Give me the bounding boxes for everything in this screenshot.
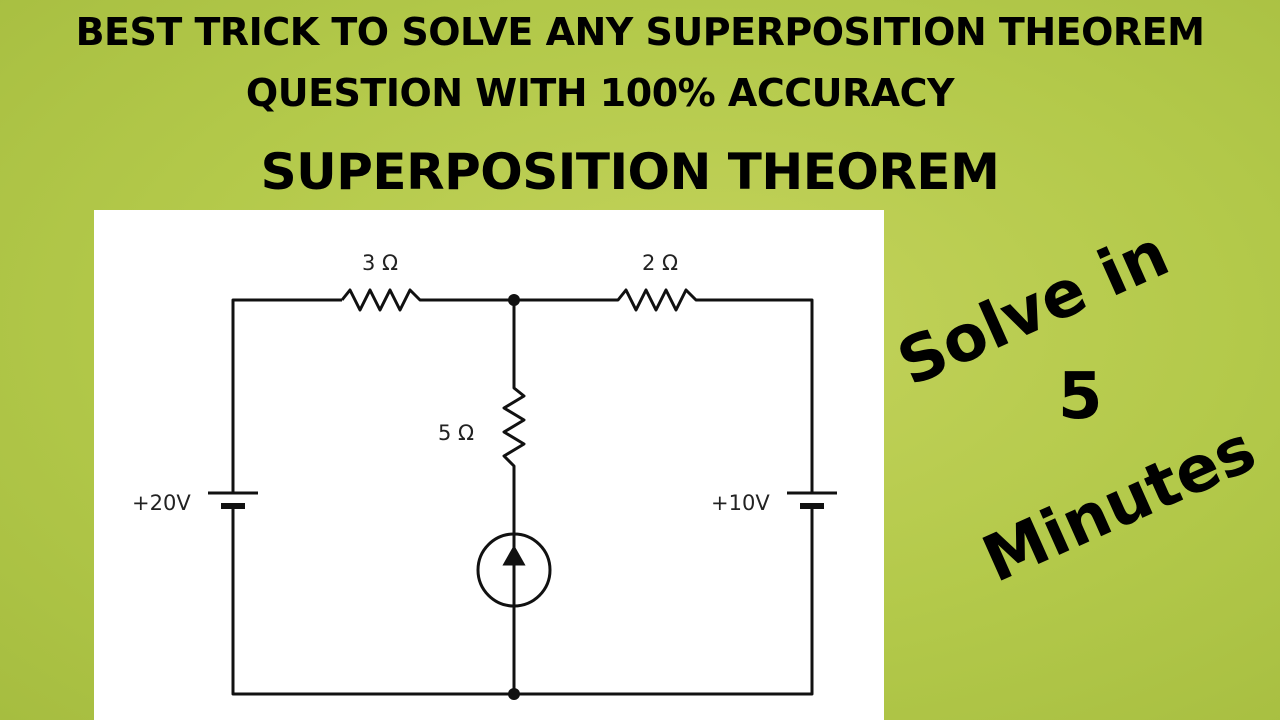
resistor-3ohm <box>340 288 514 312</box>
badge-five: 5 <box>1058 360 1103 434</box>
title-line-1: BEST TRICK TO SOLVE ANY SUPERPOSITION TH… <box>75 10 1205 54</box>
resistor-5ohm <box>502 300 526 540</box>
title-line-2: QUESTION WITH 100% ACCURACY <box>245 71 955 115</box>
subtitle: SUPERPOSITION THEOREM <box>260 143 1000 201</box>
badge-minutes: Minutes <box>972 412 1267 598</box>
wire-right-bottom <box>231 507 814 696</box>
badge-solve-in: Solve in <box>887 216 1180 402</box>
circuit-svg: 3 Ω 2 Ω 5 Ω +20V +10V <box>132 251 837 700</box>
label-3ohm: 3 Ω <box>362 251 398 275</box>
junction-top <box>508 294 520 306</box>
resistor-2ohm <box>514 288 814 493</box>
label-2ohm: 2 Ω <box>642 251 678 275</box>
wire-left <box>231 298 342 493</box>
circuit-diagram: 3 Ω 2 Ω 5 Ω +20V +10V <box>94 210 884 720</box>
label-20v: +20V <box>132 491 191 515</box>
label-5ohm: 5 Ω <box>438 421 474 445</box>
label-10v: +10V <box>711 491 770 515</box>
junction-bottom <box>508 688 520 700</box>
